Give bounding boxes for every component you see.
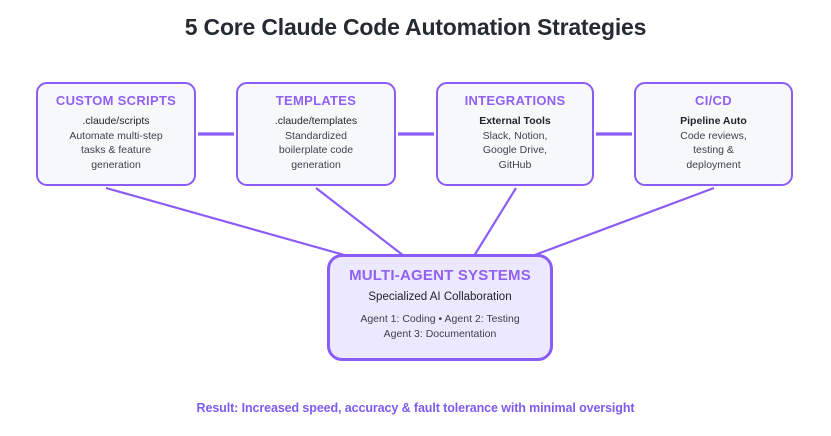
hub-agents: Agent 1: Coding • Agent 2: Testing Agent… [330,312,550,342]
strategy-box-body: .claude/templates Standardized boilerpla… [238,114,394,172]
strategy-box-heading: CUSTOM SCRIPTS [55,93,177,108]
strategy-box-templates[interactable]: TEMPLATES .claude/templates Standardized… [236,82,396,186]
strategy-box-heading: TEMPLATES [275,93,357,108]
hub-agents-line: Agent 1: Coding • Agent 2: Testing [360,313,520,325]
hub-agents-line: Agent 3: Documentation [383,328,497,340]
strategy-box-line: generation [291,158,341,171]
strategy-box-line: Slack, Notion, [482,129,548,142]
strategy-box-heading: INTEGRATIONS [464,93,566,108]
hub-heading: MULTI-AGENT SYSTEMS [349,267,531,284]
strategy-box-heading: CI/CD [695,93,732,108]
strategy-box-integrations[interactable]: INTEGRATIONS External Tools Slack, Notio… [436,82,594,186]
strategy-box-lead: Pipeline Auto [680,115,747,127]
strategy-box-line: deployment [686,158,741,171]
strategy-box-line: boilerplate code [278,144,354,156]
strategy-box-line: Standardized [285,129,347,142]
strategy-box-line: testing & [693,144,734,156]
page-title: 5 Core Claude Code Automation Strategies [184,14,647,40]
strategy-box-line: generation [91,158,141,171]
strategy-box-lead: .claude/scripts [82,115,150,127]
strategy-box-body: Pipeline Auto Code reviews, testing & de… [636,114,791,172]
strategy-box-line: tasks & feature [80,144,152,156]
strategy-box-custom-scripts[interactable]: CUSTOM SCRIPTS .claude/scripts Automate … [36,82,196,186]
hub-subtitle: Specialized AI Collaboration [368,291,512,303]
connector-integrations-to-hub [473,187,517,257]
connector-templates-to-hub [315,187,405,257]
result-footer: Result: Increased speed, accuracy & faul… [196,401,635,415]
strategy-box-lead: .claude/templates [274,115,358,127]
connector-custom-scripts-to-hub [105,186,349,258]
strategy-box-line: Automate multi-step [69,129,163,142]
strategy-box-line: Google Drive, [482,144,548,156]
strategy-box-body: .claude/scripts Automate multi-step task… [38,114,194,172]
strategy-box-lead: External Tools [479,115,551,127]
connector-cicd-to-hub [531,186,715,258]
strategy-box-line: Code reviews, [680,129,747,142]
hub-box-multi-agent-systems[interactable]: MULTI-AGENT SYSTEMS Specialized AI Colla… [327,254,553,361]
strategy-box-cicd[interactable]: CI/CD Pipeline Auto Code reviews, testin… [634,82,793,186]
strategy-box-line: GitHub [498,158,532,171]
strategy-box-body: External Tools Slack, Notion, Google Dri… [438,114,592,172]
